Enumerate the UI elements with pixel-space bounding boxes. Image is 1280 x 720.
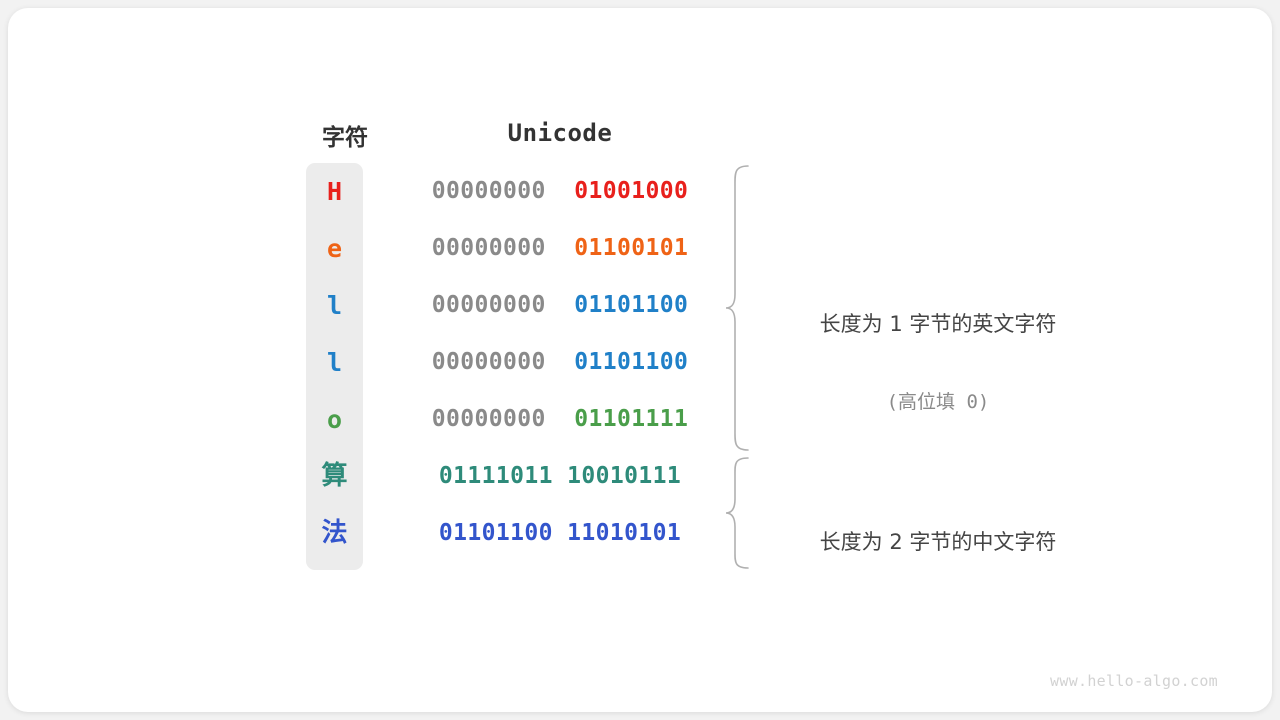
table-row: e 00000000 01100101 xyxy=(8,220,708,277)
low-byte-bits: 01001000 xyxy=(574,178,689,204)
high-byte-bits: 00000000 xyxy=(431,349,546,375)
unicode-bits-cell: 00000000 01101100 xyxy=(425,277,695,334)
table-row: 算 01111011 10010111 xyxy=(8,448,708,505)
char-cell: l xyxy=(326,348,343,377)
low-byte-bits: 01111011 10010111 xyxy=(438,463,682,489)
table-row: l 00000000 01101100 xyxy=(8,334,708,391)
char-cell: 算 xyxy=(321,461,348,491)
low-byte-bits: 01101100 11010101 xyxy=(438,520,682,546)
unicode-bits-cell: 00000000 01001000 xyxy=(425,163,695,220)
unicode-bits-cell: 00000000 01101111 xyxy=(425,391,695,448)
char-cell: H xyxy=(326,177,343,206)
low-byte-bits: 01101111 xyxy=(574,406,689,432)
figure-card: 字符 Unicode H 00000000 01001000 e 00000000 0… xyxy=(8,8,1272,712)
column-header-unicode: Unicode xyxy=(507,119,613,147)
char-column-background xyxy=(306,163,363,570)
annotation-english-sub: (高位填 0) xyxy=(886,391,990,413)
unicode-bits-cell: 01111011 10010111 xyxy=(425,448,695,505)
annotation-chinese-main: 长度为 2 字节的中文字符 xyxy=(819,530,1057,554)
high-byte-bits: 00000000 xyxy=(431,406,546,432)
high-byte-bits: 00000000 xyxy=(431,178,546,204)
char-cell: o xyxy=(326,405,343,434)
table-row: H 00000000 01001000 xyxy=(8,163,708,220)
unicode-encoding-figure: 字符 Unicode H 00000000 01001000 e 00000000 0… xyxy=(8,8,1272,712)
brace-english xyxy=(725,165,749,451)
low-byte-bits: 01100101 xyxy=(574,235,689,261)
unicode-bits-cell: 00000000 01101100 xyxy=(425,334,695,391)
unicode-bits-cell: 01101100 11010101 xyxy=(425,505,695,562)
low-byte-bits: 01101100 xyxy=(574,292,689,318)
char-cell: e xyxy=(326,234,343,263)
table-row: o 00000000 01101111 xyxy=(8,391,708,448)
low-byte-bits: 01101100 xyxy=(574,349,689,375)
table-row: 法 01101100 11010101 xyxy=(8,505,708,562)
annotation-chinese: 长度为 2 字节的中文字符 xyxy=(768,488,1108,594)
high-byte-bits: 00000000 xyxy=(431,235,546,261)
table-row: l 00000000 01101100 xyxy=(8,277,708,334)
annotation-english: 长度为 1 字节的英文字符 (高位填 0) xyxy=(768,270,1108,452)
high-byte-bits: 00000000 xyxy=(431,292,546,318)
watermark: www.hello-algo.com xyxy=(1050,672,1218,690)
unicode-bits-cell: 00000000 01100101 xyxy=(425,220,695,277)
char-cell: l xyxy=(326,291,343,320)
char-cell: 法 xyxy=(321,518,348,548)
brace-chinese xyxy=(725,457,749,569)
column-header-char: 字符 xyxy=(322,125,368,151)
annotation-english-main: 长度为 1 字节的英文字符 xyxy=(819,312,1057,336)
